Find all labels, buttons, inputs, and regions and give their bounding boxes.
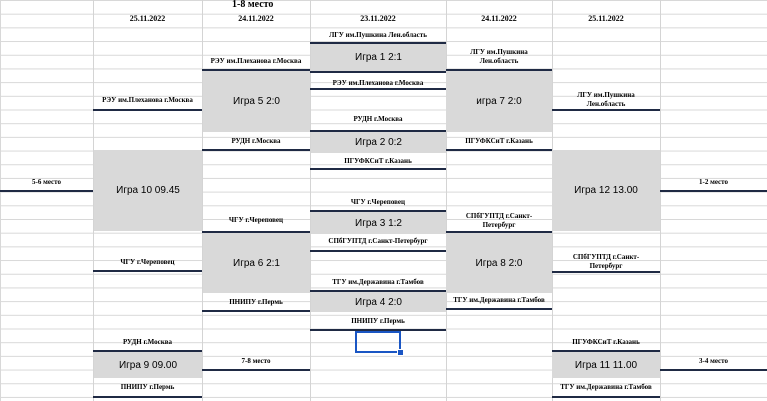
team-label: РУДН г.Москва [122, 338, 173, 346]
date-col-3: 23.11.2022 [360, 14, 396, 23]
team-label: ПГУФКСиТ г.Казань [344, 157, 412, 165]
team-label: СПбГУПТД г.Санкт-Петербург [328, 237, 428, 245]
bracket-line [93, 109, 202, 111]
team-label: РЭУ им.Плеханова г.Москва [102, 96, 193, 104]
bracket-line [310, 88, 446, 90]
bracket-line [660, 369, 767, 371]
game-9-box[interactable]: Игра 9 09.00 [94, 352, 202, 378]
team-label: ЧГУ г.Череповец [228, 216, 284, 224]
game-4-box[interactable]: Игра 4 2:0 [311, 292, 446, 312]
fill-handle[interactable] [397, 349, 404, 356]
bracket-line [0, 190, 93, 192]
team-label: ПНИПУ г.Пермь [120, 383, 175, 391]
bracket-line [446, 69, 552, 71]
bracket-line [202, 310, 310, 312]
bracket-line [552, 271, 660, 273]
place-label-7-8: 7-8 место [241, 357, 271, 365]
team-label: РУДН г.Москва [231, 137, 281, 145]
team-label: ТГУ им.Державина г.Тамбов [453, 296, 545, 304]
team-label: СПбГУПТД г.Санкт- [465, 212, 533, 220]
team-label: РУДН г.Москва [353, 115, 403, 123]
team-label: РЭУ им.Плеханова г.Москва [332, 79, 424, 87]
game-7-box[interactable]: игра 7 2:0 [446, 71, 552, 132]
game-8-box[interactable]: Игра 8 2:0 [446, 233, 552, 293]
team-label: ПНИПУ г.Пермь [351, 317, 405, 325]
team-label: ЧГУ г.Череповец [350, 198, 406, 206]
team-label: ТГУ им.Державина г.Тамбов [332, 278, 424, 286]
place-label-5-6: 5-6 место [32, 178, 61, 186]
team-label: ЛГУ им.Пушкина [470, 48, 528, 56]
game-1-box[interactable]: Игра 1 2:1 [311, 44, 446, 71]
bracket-line [446, 231, 552, 233]
team-label: РЭУ им.Плеханова г.Москва [210, 57, 302, 65]
game-2-box[interactable]: Игра 2 0:2 [311, 132, 446, 153]
team-label: ПНИПУ г.Пермь [229, 298, 283, 306]
bracket-line [310, 210, 446, 212]
place-label-3-4: 3-4 место [699, 357, 728, 365]
team-label: Петербург [482, 221, 516, 229]
bracket-line [310, 71, 446, 73]
place-label-1-2: 1-2 место [699, 178, 728, 186]
game-10-box[interactable]: Игра 10 09.45 [94, 150, 202, 231]
date-col-2: 24.11.2022 [238, 14, 274, 23]
bracket-line [202, 369, 310, 371]
team-label: Лен.область [479, 57, 519, 65]
bracket-line [310, 250, 446, 252]
team-label: ПГУФКСиТ г.Казань [465, 137, 533, 145]
bracket-line [310, 290, 446, 292]
bracket-line [446, 308, 552, 310]
bracket-line [202, 69, 310, 71]
team-label: ЧГУ г.Череповец [120, 258, 175, 266]
bracket-line [552, 350, 660, 352]
bracket-line [310, 42, 446, 44]
bracket-line [93, 270, 202, 272]
date-col-5: 25.11.2022 [588, 14, 624, 23]
date-col-4: 24.11.2022 [481, 14, 517, 23]
bracket-line [446, 149, 552, 151]
team-label: Петербург [589, 262, 623, 270]
bracket-line [202, 231, 310, 233]
date-col-1: 25.11.2022 [129, 14, 166, 23]
team-label: Лен.область [586, 100, 626, 108]
column-divider [310, 0, 311, 401]
team-label: ЛГУ им.Пушкина Лен.область [329, 31, 427, 39]
team-label: ПГУФКСиТ г.Казань [572, 338, 640, 346]
team-label: ТГУ им.Державина г.Тамбов [560, 383, 652, 391]
sheet-title: 1-8 место [232, 0, 274, 10]
column-divider [446, 0, 447, 401]
game-12-box[interactable]: Игра 12 13.00 [552, 150, 660, 231]
bracket-line [93, 350, 202, 352]
bracket-line [310, 168, 446, 170]
bracket-line [310, 329, 446, 331]
column-divider [660, 0, 661, 401]
bracket-line [552, 109, 660, 111]
game-6-box[interactable]: Игра 6 2:1 [203, 233, 310, 293]
game-3-box[interactable]: Игра 3 1:2 [311, 212, 446, 234]
selected-cell[interactable] [355, 331, 401, 353]
team-label: ЛГУ им.Пушкина [577, 91, 635, 99]
bracket-line [93, 396, 202, 398]
column-divider [202, 0, 203, 401]
bracket-line [202, 149, 310, 151]
team-label: СПбГУПТД г.Санкт- [572, 253, 640, 261]
game-11-box[interactable]: Игра 11 11.00 [552, 352, 660, 378]
game-5-box[interactable]: Игра 5 2:0 [203, 71, 310, 132]
bracket-line [310, 130, 446, 132]
bracket-line [660, 190, 767, 192]
column-divider [93, 0, 94, 401]
bracket-line [552, 396, 660, 398]
